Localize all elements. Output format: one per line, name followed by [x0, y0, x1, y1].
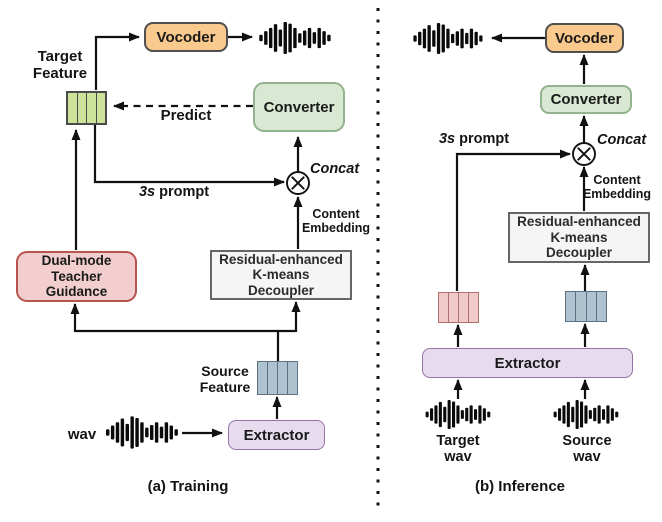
content-embedding-label-b: Content Embedding — [582, 173, 652, 201]
converter-box-a: Converter — [253, 82, 345, 132]
source-wav-label-b: Source wav — [562, 433, 612, 465]
concat-node-a — [286, 171, 310, 195]
source-feature-block-a — [257, 361, 298, 395]
caption-panel-a: (a) Training — [147, 478, 229, 495]
waveform-icon-output-a — [259, 22, 331, 54]
extractor-box-b: Extractor — [422, 348, 633, 378]
source-feature-block-b — [565, 291, 607, 322]
extractor-box-a: Extractor — [228, 420, 325, 450]
arrow-target-feature-to-vocoder-a — [94, 32, 140, 90]
dual-mode-teacher-guidance-box: Dual-mode Teacher Guidance — [16, 251, 137, 302]
target-feature-label-a: Target Feature — [32, 48, 88, 82]
content-embedding-label-a: Content Embedding — [301, 207, 371, 235]
waveform-icon-target-b — [425, 400, 491, 429]
concat-label-b: Concat — [597, 132, 647, 148]
converter-box-b: Converter — [540, 85, 632, 114]
caption-panel-b: (b) Inference — [474, 478, 565, 495]
concat-node-b — [572, 142, 596, 166]
wav-label-a: wav — [67, 426, 97, 443]
target-feature-block-a — [66, 91, 107, 125]
waveform-icon-input-a — [106, 416, 178, 449]
vocoder-box-a: Vocoder — [144, 22, 228, 52]
waveform-icon-output-b — [413, 23, 483, 54]
source-feature-label-a: Source Feature — [199, 363, 251, 395]
arrow-3s-prompt-to-concat-a — [93, 125, 285, 187]
waveform-icon-source-b — [553, 400, 619, 429]
decoupler-box-a: Residual-enhanced K-means Decoupler — [210, 250, 352, 300]
arrow-3s-prompt-to-concat-b — [455, 149, 571, 291]
decoupler-box-b: Residual-enhanced K-means Decoupler — [508, 212, 650, 263]
predict-label-a: Predict — [160, 107, 212, 124]
concat-label-a: Concat — [310, 161, 360, 177]
target-feature-block-b — [438, 292, 479, 323]
vocoder-box-b: Vocoder — [545, 23, 624, 53]
target-wav-label-b: Target wav — [436, 433, 480, 465]
